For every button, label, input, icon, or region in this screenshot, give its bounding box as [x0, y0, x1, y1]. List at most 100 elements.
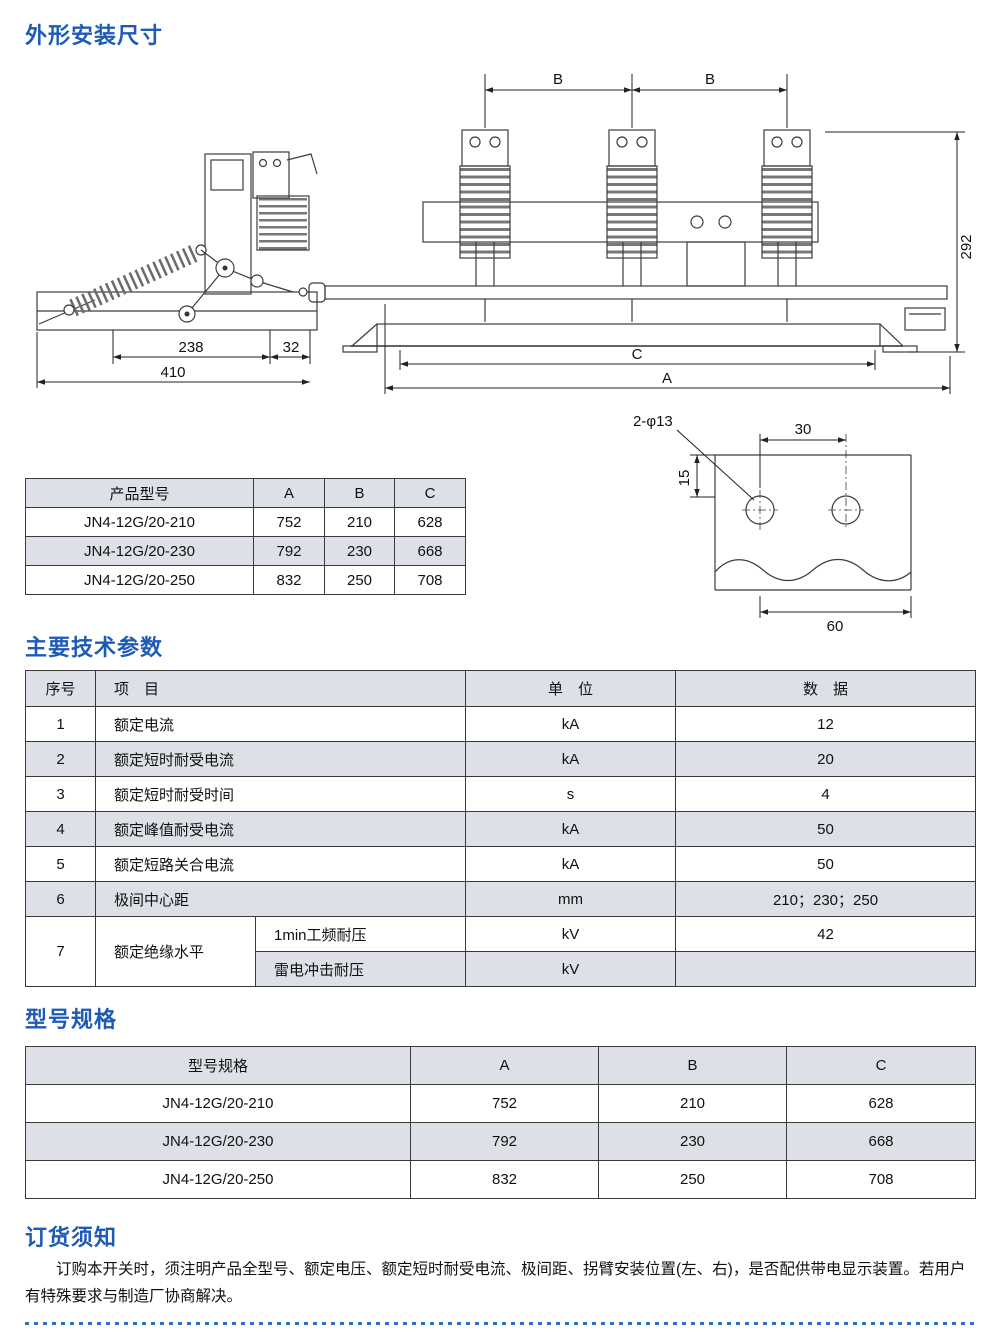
dim-label-32: 32 [283, 339, 300, 356]
table-cell: mm [465, 881, 677, 917]
table-cell: 668 [394, 536, 466, 566]
table-cell: 210 [598, 1084, 787, 1123]
table-cell: 额定短路关合电流 [94, 846, 467, 882]
section-title-outline-dimensions: 外形安装尺寸 [25, 23, 164, 48]
section-title-ordering-notes: 订货须知 [25, 1225, 118, 1250]
table-header-cell: B [324, 478, 395, 508]
table-cell: 1min工频耐压 [254, 916, 467, 952]
table-header-cell: C [786, 1046, 976, 1085]
table-header-cell: 数 据 [675, 670, 977, 707]
table-cell: 832 [410, 1160, 599, 1199]
table-cell: 额定短时耐受电流 [94, 741, 467, 777]
table-cell: 雷电冲击耐压 [254, 951, 467, 987]
linkage [178, 249, 294, 323]
table-cell: 210；230；250 [675, 881, 977, 917]
dim-label-c: C [632, 346, 643, 363]
front-view-drawing [298, 129, 948, 353]
table-cell: JN4-12G/20-250 [25, 565, 254, 595]
table-cell: 6 [25, 881, 96, 917]
table-cell: 4 [25, 811, 96, 847]
table-row: 1 额定电流 kA 12 [25, 706, 977, 742]
table-cell: JN4-12G/20-230 [25, 536, 254, 566]
table-cell: 792 [410, 1122, 599, 1161]
dim-label-b-left: B [553, 71, 563, 88]
table-row: JN4-12G/20-250 832 250 708 [25, 1160, 976, 1199]
table-cell: 628 [786, 1084, 976, 1123]
table-cell: 极间中心距 [94, 881, 467, 917]
table-header-row: 产品型号 A B C [25, 478, 466, 508]
table-row: 5 额定短路关合电流 kA 50 [25, 846, 977, 882]
table-row: 2 额定短时耐受电流 kA 20 [25, 741, 977, 777]
dimension-lines [36, 74, 965, 394]
table-row: JN4-12G/20-230 792 230 668 [25, 536, 466, 566]
table-cell: s [465, 776, 677, 812]
table-header-cell: 产品型号 [25, 478, 254, 508]
table-cell: 5 [25, 846, 96, 882]
dim-label-15: 15 [676, 470, 693, 487]
table-cell: 752 [253, 507, 325, 537]
break-line [714, 558, 912, 582]
table-cell: 4 [675, 776, 977, 812]
table-row: 雷电冲击耐压 kV [26, 951, 977, 987]
table-cell: 708 [786, 1160, 976, 1199]
table-cell: 752 [410, 1084, 599, 1123]
mounting-plate [714, 434, 912, 591]
table-header-cell: B [598, 1046, 787, 1085]
table-cell: kA [465, 846, 677, 882]
table-header-cell: 型号规格 [25, 1046, 411, 1085]
outline-drawing: 238 32 410 B B 292 C A [36, 71, 975, 394]
dim-label-60: 60 [827, 618, 844, 635]
hole-dimension-labels: 2-φ13 30 15 60 [633, 413, 843, 635]
table-cell: 708 [394, 565, 466, 595]
table-cell: 1 [25, 706, 96, 742]
table-cell: 50 [675, 846, 977, 882]
table-cell: 42 [675, 916, 977, 952]
pole-links [475, 242, 797, 322]
drive-shaft [298, 282, 948, 331]
ordering-note-text: 订购本开关时，须注明产品全型号、额定电压、额定短时耐受电流、极间距、拐臂安装位置… [25, 1261, 966, 1305]
dim-label-292: 292 [958, 234, 975, 259]
table-row: JN4-12G/20-230 792 230 668 [25, 1122, 976, 1161]
mechanism-frame [204, 151, 318, 295]
hole-detail-drawing: 2-φ13 30 15 60 [633, 413, 912, 635]
table-cell: kV [465, 916, 677, 952]
table-cell: 250 [598, 1160, 787, 1199]
table-header-cell: 单 位 [465, 670, 677, 707]
section-title-main-parameters: 主要技术参数 [25, 635, 164, 660]
table-row: 4 额定峰值耐受电流 kA 50 [25, 811, 977, 847]
table-cell: JN4-12G/20-250 [25, 1160, 411, 1199]
cross-beam [422, 201, 819, 287]
table-cell: JN4-12G/20-210 [25, 1084, 411, 1123]
table-cell: 2 [25, 741, 96, 777]
table-header-cell: A [410, 1046, 599, 1085]
table-cell: kA [465, 741, 677, 777]
table-row: 7 额定绝缘水平 1min工频耐压 kV 42 [25, 916, 977, 987]
dim-label-410: 410 [160, 364, 185, 381]
table-header-cell: 项 目 [94, 670, 467, 707]
table-cell: 额定短时耐受时间 [94, 776, 467, 812]
table-cell: 792 [253, 536, 325, 566]
dimension-table: 产品型号 A B C JN4-12G/20-210 752 210 628 JN… [25, 478, 466, 595]
section-title-model-specs: 型号规格 [25, 1007, 118, 1032]
table-row: 6 极间中心距 mm 210；230；250 [25, 881, 977, 917]
table-cell: 额定峰值耐受电流 [94, 811, 467, 847]
base-channel [342, 323, 918, 353]
side-view-drawing [36, 151, 318, 331]
base-plate [36, 291, 318, 331]
table-header-cell: 序号 [25, 670, 96, 707]
table-row: 3 额定短时耐受时间 s 4 [25, 776, 977, 812]
label-2-phi13: 2-φ13 [633, 413, 673, 430]
table-cell: 3 [25, 776, 96, 812]
table-cell: 210 [324, 507, 395, 537]
table-cell: kA [465, 811, 677, 847]
table-cell: 832 [253, 565, 325, 595]
table-cell: 额定绝缘水平 [95, 916, 256, 987]
table-cell: JN4-12G/20-210 [25, 507, 254, 537]
hole-dimension-lines [676, 429, 912, 618]
table-cell: 250 [324, 565, 395, 595]
model-table: 型号规格 A B C JN4-12G/20-210 752 210 628 JN… [25, 1046, 976, 1199]
table-row: JN4-12G/20-210 752 210 628 [25, 1084, 976, 1123]
table-cell [675, 951, 977, 987]
table-cell: 7 [25, 916, 96, 987]
